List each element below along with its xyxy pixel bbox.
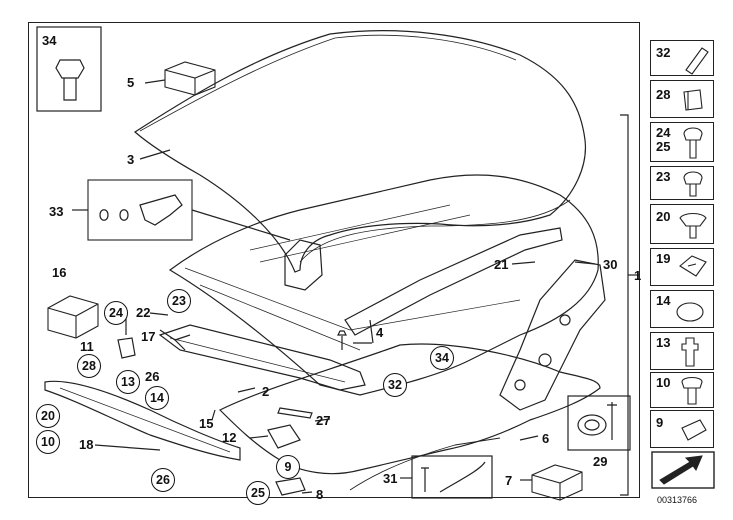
callout-26: 26: [145, 369, 160, 384]
side-label-14: 14: [656, 293, 671, 308]
side-cell-23: [650, 166, 714, 200]
front-bow: [158, 324, 366, 391]
side-label-19: 19: [656, 251, 671, 266]
circled-24: 24: [104, 301, 128, 325]
callout-8: 8: [316, 487, 324, 502]
callout-18: 18: [79, 437, 94, 452]
callout-30: 30: [603, 257, 618, 272]
circled-10: 10: [36, 430, 60, 454]
callout-2: 2: [262, 384, 270, 399]
callout-5: 5: [127, 75, 135, 90]
cover-strap: [344, 227, 563, 336]
side-label-20: 20: [656, 209, 671, 224]
side-label-10: 10: [656, 375, 671, 390]
callout-17: 17: [141, 329, 156, 344]
circled-20: 20: [36, 404, 60, 428]
callout-21: 21: [494, 257, 509, 272]
callout-1: 1: [634, 268, 642, 283]
arrow-icon: [651, 451, 715, 489]
callout-16: 16: [52, 265, 67, 280]
hinge-mechanism: [499, 259, 606, 411]
circled-26: 26: [151, 468, 175, 492]
side-cell-24-25: [650, 122, 714, 162]
callout-29: 29: [593, 454, 608, 469]
circled-14: 14: [145, 386, 169, 410]
callout-31: 31: [383, 471, 398, 486]
side-label-23: 23: [656, 169, 671, 184]
callout-22: 22: [136, 305, 151, 320]
circled-32: 32: [383, 373, 407, 397]
callout-7: 7: [505, 473, 513, 488]
circled-25: 25: [246, 481, 270, 505]
side-label-28: 28: [656, 87, 671, 102]
callout-3: 3: [127, 152, 135, 167]
circled-9: 9: [276, 455, 300, 479]
header-trim: [44, 380, 241, 461]
side-label-24-25: 24 25: [656, 125, 671, 155]
side-label-9: 9: [656, 415, 664, 430]
side-label-13: 13: [656, 335, 671, 350]
circled-23: 23: [167, 289, 191, 313]
callout-4: 4: [376, 325, 384, 340]
circled-13: 13: [116, 370, 140, 394]
callout-11: 11: [80, 339, 94, 354]
callout-12: 12: [222, 430, 237, 445]
callout-34: 34: [42, 33, 57, 48]
roof-inner-panel: [168, 174, 599, 396]
hardtop-shell: [134, 30, 587, 273]
callout-33: 33: [49, 204, 64, 219]
callout-15: 15: [199, 416, 214, 431]
circled-28: 28: [77, 354, 101, 378]
side-cell-28: [650, 80, 714, 118]
main-diagram-frame: [28, 22, 640, 498]
callout-27: 27: [316, 413, 331, 428]
callout-6: 6: [542, 431, 550, 446]
reference-number: 00313766: [657, 495, 698, 505]
rear-trim-panel: [218, 343, 601, 475]
side-label-32: 32: [656, 45, 671, 60]
circled-34: 34: [430, 346, 454, 370]
